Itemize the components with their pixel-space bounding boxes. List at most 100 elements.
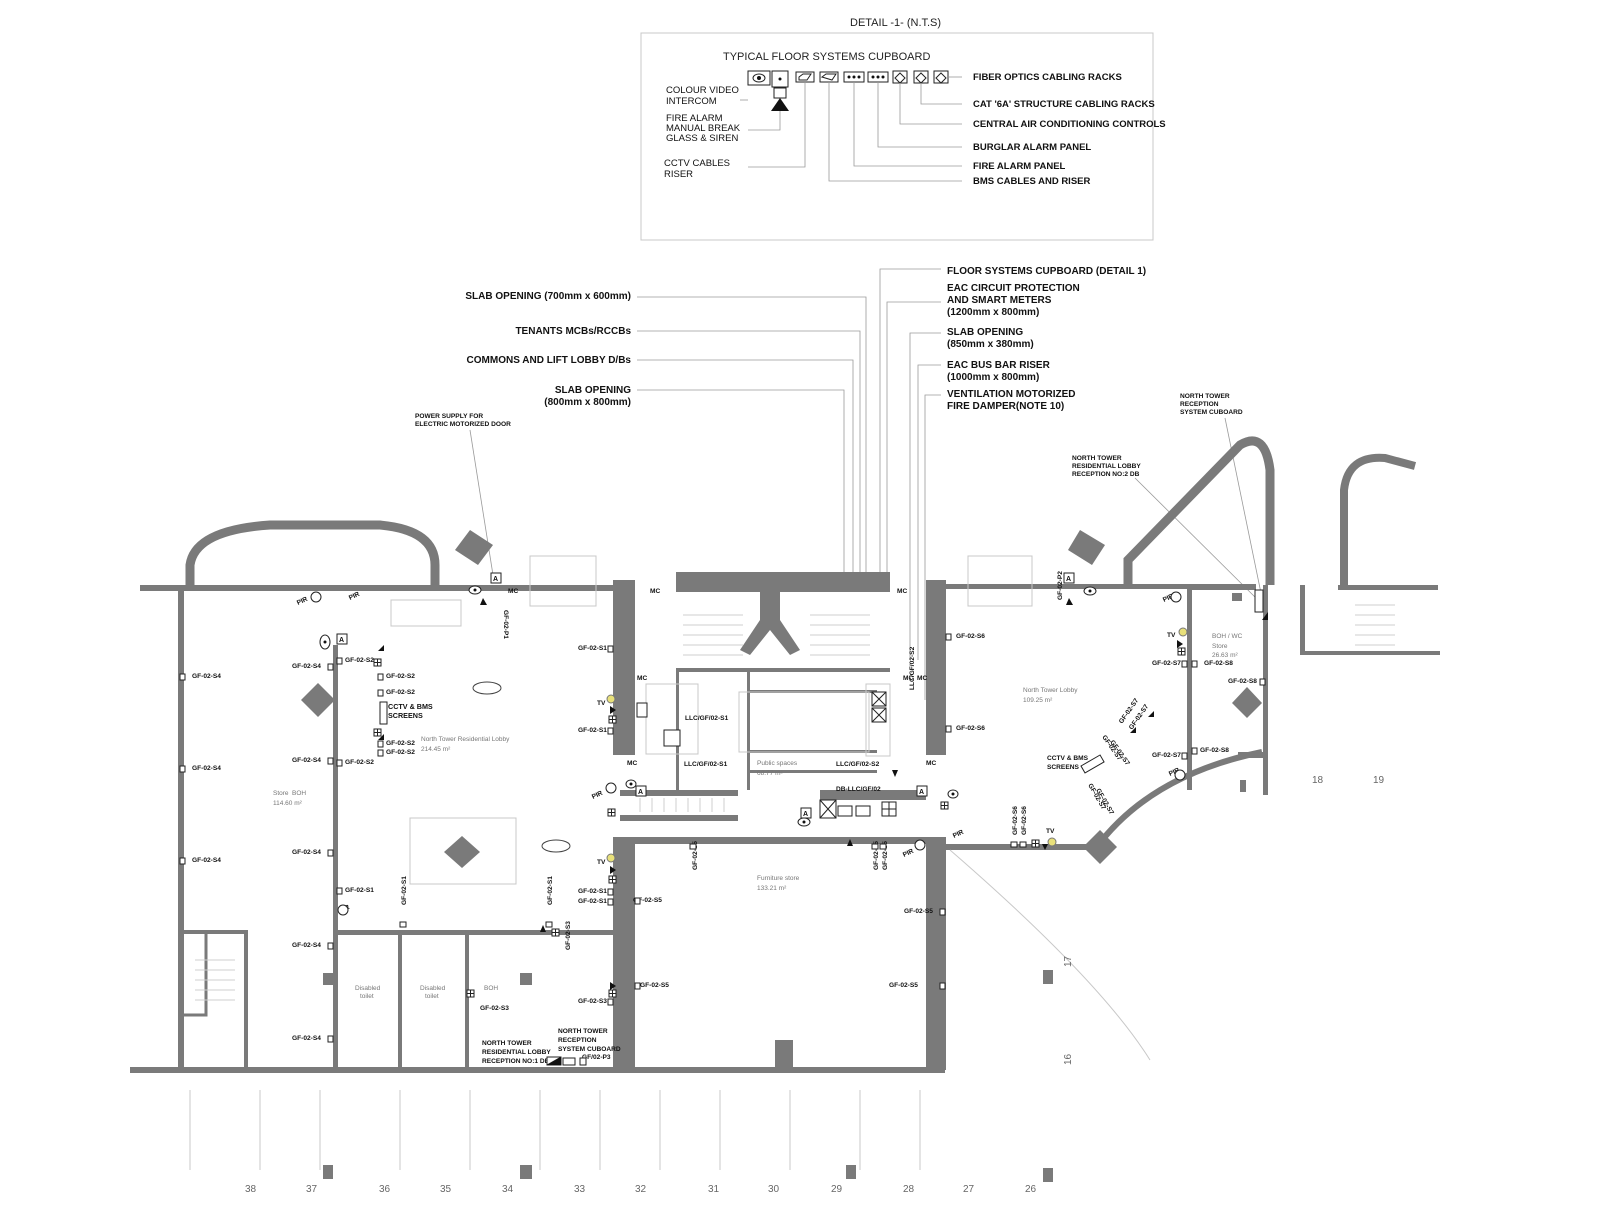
svg-text:133.21 m²: 133.21 m²	[757, 885, 787, 892]
svg-text:68.77 m²: 68.77 m²	[757, 770, 783, 777]
svg-text:PIR: PIR	[1162, 593, 1175, 604]
svg-text:BURGLAR ALARM PANEL: BURGLAR ALARM PANEL	[973, 142, 1091, 153]
svg-text:MC: MC	[903, 675, 913, 682]
alarm-triangle-icon	[378, 598, 1268, 990]
svg-text:GF-02-S8: GF-02-S8	[1228, 678, 1257, 685]
svg-text:CCTV & BMS: CCTV & BMS	[388, 702, 433, 711]
cupboard-symbols	[747, 70, 949, 111]
svg-text:SLAB OPENING: SLAB OPENING	[555, 385, 631, 396]
svg-text:A: A	[919, 789, 924, 796]
svg-text:GF-02-S6: GF-02-S6	[956, 633, 985, 640]
svg-text:GF-02-S1: GF-02-S1	[547, 876, 554, 905]
svg-text:LLC/GF/02-S2: LLC/GF/02-S2	[909, 646, 916, 690]
svg-text:GF-02-S8: GF-02-S8	[1204, 660, 1233, 667]
svg-text:34: 34	[502, 1184, 514, 1195]
svg-text:EAC BUS BAR RISER: EAC BUS BAR RISER	[947, 360, 1051, 371]
svg-text:North Tower Lobby: North Tower Lobby	[1023, 687, 1078, 694]
svg-text:GF-02-S5: GF-02-S5	[904, 908, 933, 915]
svg-text:A: A	[1066, 576, 1071, 583]
svg-text:GF-02-S4: GF-02-S4	[192, 857, 221, 864]
svg-text:214.45 m²: 214.45 m²	[421, 746, 451, 753]
svg-text:CAT '6A' STRUCTURE CABLING RAC: CAT '6A' STRUCTURE CABLING RACKS	[973, 99, 1155, 110]
svg-text:GF-02-S4: GF-02-S4	[292, 757, 321, 764]
svg-text:Store: Store	[1212, 643, 1228, 650]
svg-text:38: 38	[245, 1184, 257, 1195]
svg-text:SLAB OPENING: SLAB OPENING	[947, 327, 1023, 338]
svg-text:Disabled: Disabled	[420, 985, 446, 992]
svg-text:A: A	[339, 637, 344, 644]
svg-text:MC: MC	[508, 588, 518, 595]
svg-text:GF-02-S1: GF-02-S1	[401, 876, 408, 905]
svg-text:35: 35	[440, 1184, 452, 1195]
svg-text:GF-02-S1: GF-02-S1	[578, 727, 607, 734]
svg-text:COLOUR VIDEO: COLOUR VIDEO	[666, 85, 739, 96]
svg-text:PIR: PIR	[591, 790, 604, 801]
cupboard-leaders	[740, 76, 962, 182]
svg-text:A: A	[638, 789, 643, 796]
svg-text:NORTH TOWER: NORTH TOWER	[1180, 393, 1230, 400]
svg-text:37: 37	[306, 1184, 318, 1195]
svg-text:GF-02-S2: GF-02-S2	[386, 749, 415, 756]
callouts-left: SLAB OPENING (700mm x 600mm) TENANTS MCB…	[465, 291, 631, 408]
svg-text:FIBER OPTICS CABLING RACKS: FIBER OPTICS CABLING RACKS	[973, 72, 1122, 83]
svg-text:17: 17	[1063, 955, 1074, 967]
socket-icon	[179, 633, 1266, 1043]
svg-text:LLC/GF/02-S1: LLC/GF/02-S1	[684, 761, 728, 768]
svg-text:36: 36	[379, 1184, 391, 1195]
svg-text:GF-02-S3: GF-02-S3	[565, 921, 572, 950]
svg-text:COMMONS AND LIFT LOBBY D/Bs: COMMONS AND LIFT LOBBY D/Bs	[467, 355, 632, 366]
svg-text:26.63 m²: 26.63 m²	[1212, 652, 1238, 659]
svg-text:33: 33	[574, 1184, 586, 1195]
svg-text:POWER SUPPLY FOR: POWER SUPPLY FOR	[415, 413, 483, 420]
callouts-right-leaders	[879, 268, 941, 700]
svg-text:GF-02-S5: GF-02-S5	[633, 897, 662, 904]
svg-text:GF-02-P1: GF-02-P1	[502, 610, 509, 639]
tv-icon	[606, 627, 1188, 863]
svg-text:LLC/GF/02-S2: LLC/GF/02-S2	[836, 761, 880, 768]
svg-text:SYSTEM CUBOARD: SYSTEM CUBOARD	[1180, 409, 1243, 416]
svg-text:EAC CIRCUIT PROTECTION: EAC CIRCUIT PROTECTION	[947, 283, 1080, 294]
db-panel-icon	[546, 589, 1264, 1066]
svg-text:32: 32	[635, 1184, 647, 1195]
svg-text:GF-02-S1: GF-02-S1	[345, 887, 374, 894]
svg-text:GF/02-P3: GF/02-P3	[582, 1054, 611, 1061]
svg-text:A: A	[803, 811, 808, 818]
svg-text:114.60 m²: 114.60 m²	[273, 800, 303, 807]
svg-text:A: A	[493, 576, 498, 583]
svg-text:CCTV CABLES: CCTV CABLES	[664, 158, 730, 169]
grid-labels: 38 37 36 35 34 33 32 31 30 29 28 27 26 1…	[245, 775, 1385, 1195]
svg-text:GF-02-S6: GF-02-S6	[1012, 806, 1019, 835]
svg-text:GF-02-S4: GF-02-S4	[292, 663, 321, 670]
svg-text:GF-02-S5: GF-02-S5	[882, 841, 889, 870]
grid-panel-icon	[373, 647, 1186, 998]
svg-text:GF-02-S6: GF-02-S6	[956, 725, 985, 732]
svg-text:GF-02-S2: GF-02-S2	[386, 740, 415, 747]
svg-text:NORTH TOWER: NORTH TOWER	[482, 1040, 532, 1047]
svg-text:BMS CABLES AND RISER: BMS CABLES AND RISER	[973, 176, 1090, 187]
svg-text:Store: Store	[273, 790, 289, 797]
svg-text:NORTH TOWER: NORTH TOWER	[558, 1028, 608, 1035]
svg-text:GF-02-S3: GF-02-S3	[578, 998, 607, 1005]
svg-text:GF-02-S1: GF-02-S1	[578, 898, 607, 905]
svg-text:BOH / WC: BOH / WC	[1212, 633, 1243, 640]
svg-text:RESIDENTIAL LOBBY: RESIDENTIAL LOBBY	[482, 1049, 551, 1056]
svg-text:PIR: PIR	[1168, 767, 1181, 778]
stair-hatching	[195, 604, 1395, 1001]
svg-text:MC: MC	[637, 675, 647, 682]
detail-left-labels: COLOUR VIDEO INTERCOM FIRE ALARM MANUAL …	[664, 85, 741, 180]
svg-text:(850mm x 380mm): (850mm x 380mm)	[947, 339, 1034, 350]
svg-text:TV: TV	[1167, 632, 1176, 639]
svg-text:BOH: BOH	[292, 790, 306, 797]
svg-text:109.25 m²: 109.25 m²	[1023, 697, 1053, 704]
svg-text:CENTRAL AIR CONDITIONING CONTR: CENTRAL AIR CONDITIONING CONTROLS	[973, 119, 1166, 130]
svg-text:LLC/GF/02-S1: LLC/GF/02-S1	[685, 715, 729, 722]
intercom-a-text: A A A A A A	[339, 576, 1071, 818]
svg-text:PIR: PIR	[902, 848, 915, 859]
svg-text:GF-02-S4: GF-02-S4	[292, 942, 321, 949]
power-supply-note: POWER SUPPLY FOR ELECTRIC MOTORIZED DOOR	[415, 413, 511, 576]
svg-text:27: 27	[963, 1184, 975, 1195]
device-labels: GF-02-S4 GF-02-S4 GF-02-S4 GF-02-S4 GF-0…	[192, 571, 1257, 1065]
svg-text:FLOOR SYSTEMS CUPBOARD (DETAIL: FLOOR SYSTEMS CUPBOARD (DETAIL 1)	[947, 266, 1146, 277]
svg-text:GF-02-S8: GF-02-S8	[1200, 747, 1229, 754]
